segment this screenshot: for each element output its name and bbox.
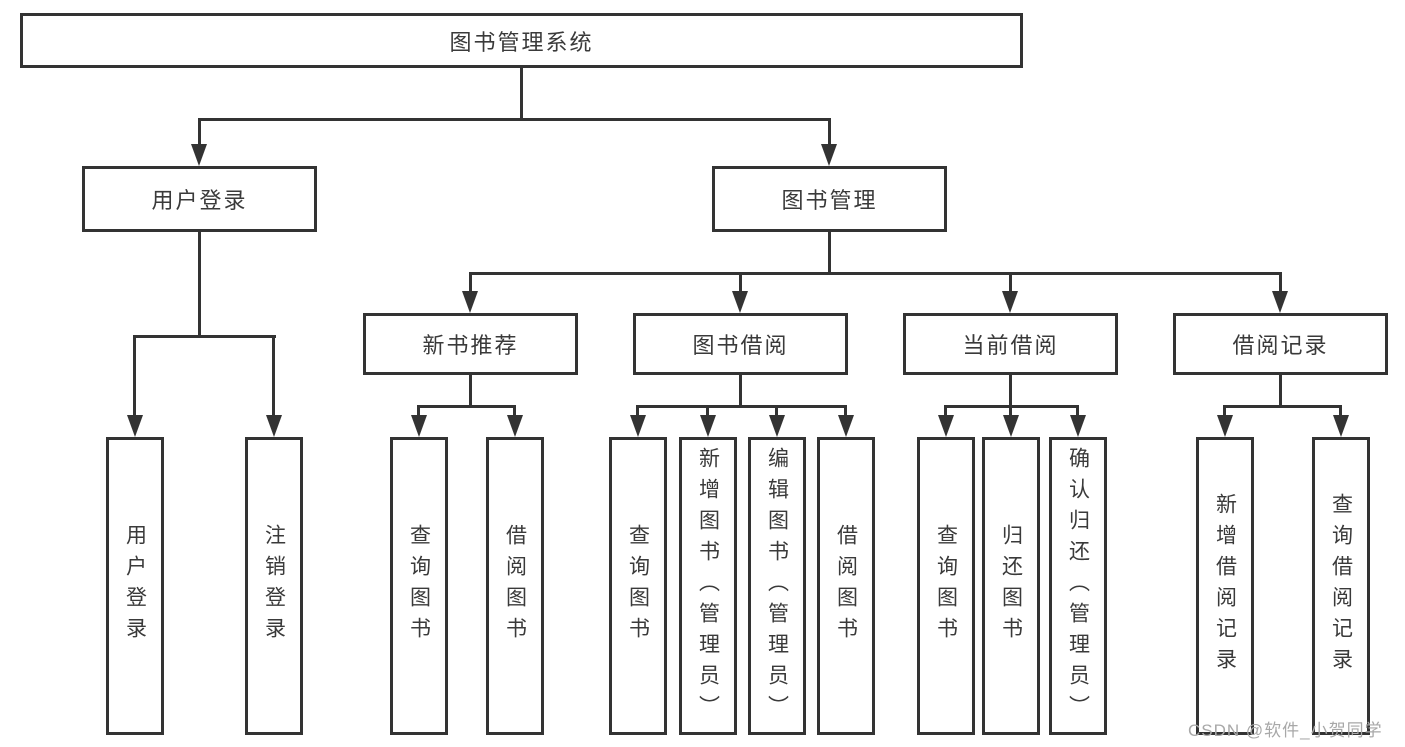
node-root-label: 图书管理系统 — [449, 29, 594, 55]
node-book-borrow-label: 图书借阅 — [692, 333, 789, 358]
connector-drop-logout-leaf — [272, 335, 275, 419]
node-book-management: 图书管理 — [712, 166, 947, 232]
node-borrow-records: 借阅记录 — [1173, 313, 1388, 375]
connector-book-management-branch — [469, 272, 1282, 275]
leaf-current-query-book-label: 查询图书 — [934, 524, 958, 648]
leaf-records-query-record-label: 查询借阅记录 — [1329, 493, 1353, 679]
leaf-recommend-query-book: 查询图书 — [390, 437, 448, 735]
arrowhead-book-borrow — [732, 291, 748, 313]
arrowhead-leaf — [1070, 415, 1086, 437]
node-book-management-label: 图书管理 — [781, 188, 878, 213]
node-current-borrow: 当前借阅 — [903, 313, 1118, 375]
connector-drop-leaf — [636, 405, 639, 419]
arrowhead-leaf — [938, 415, 954, 437]
node-book-borrow: 图书借阅 — [633, 313, 848, 375]
connector-drop-leaf — [513, 405, 516, 419]
connector-drop-leaf — [417, 405, 420, 419]
connector-drop-leaf — [1339, 405, 1342, 419]
arrowhead-leaf — [411, 415, 427, 437]
connector-drop-book-management — [828, 118, 831, 150]
connector-drop-leaf — [944, 405, 947, 419]
arrowhead-leaf — [769, 415, 785, 437]
connector-current-borrow-stem — [1009, 375, 1012, 405]
connector-drop-user-login — [198, 118, 201, 150]
node-new-book-recommend-label: 新书推荐 — [422, 333, 519, 358]
arrowhead-new-book — [462, 291, 478, 313]
leaf-borrow-borrow-book: 借阅图书 — [817, 437, 875, 735]
connector-borrow-records-stem — [1279, 375, 1282, 405]
leaf-current-confirm-return-admin: 确认归还（管理员） — [1049, 437, 1107, 735]
connector-book-management-stem — [828, 232, 831, 275]
leaf-current-return-book-label: 归还图书 — [999, 524, 1023, 648]
leaf-user-login: 用户登录 — [106, 437, 164, 735]
connector-drop-leaf — [706, 405, 709, 419]
connector-drop-leaf — [775, 405, 778, 419]
connector-user-login-stem — [198, 232, 201, 338]
csdn-watermark: CSDN @软件_小贺同学 — [1188, 721, 1383, 740]
arrowhead-leaf — [838, 415, 854, 437]
leaf-borrow-query-book: 查询图书 — [609, 437, 667, 735]
connector-drop-login-leaf — [133, 335, 136, 419]
leaf-logout-login-label: 注销登录 — [262, 524, 286, 648]
arrowhead-leaf — [507, 415, 523, 437]
arrowhead-leaf — [1217, 415, 1233, 437]
node-borrow-records-label: 借阅记录 — [1232, 333, 1329, 358]
leaf-borrow-add-book-admin: 新增图书（管理员） — [679, 437, 737, 735]
connector-borrow-records-branch — [1223, 405, 1342, 408]
connector-drop-current-borrow — [1009, 272, 1012, 297]
node-current-borrow-label: 当前借阅 — [962, 333, 1059, 358]
node-user-login: 用户登录 — [82, 166, 317, 232]
node-new-book-recommend: 新书推荐 — [363, 313, 578, 375]
connector-new-book-branch — [417, 405, 516, 408]
leaf-records-query-record: 查询借阅记录 — [1312, 437, 1370, 735]
leaf-recommend-query-book-label: 查询图书 — [407, 524, 431, 648]
leaf-records-add-record: 新增借阅记录 — [1196, 437, 1254, 735]
arrowhead-borrow-records — [1272, 291, 1288, 313]
connector-book-borrow-branch — [636, 405, 847, 408]
arrowhead-book-management — [821, 144, 837, 166]
arrowhead-login-leaf — [127, 415, 143, 437]
leaf-borrow-edit-book-admin-label: 编辑图书（管理员） — [765, 446, 789, 726]
connector-drop-leaf — [1009, 405, 1012, 419]
arrowhead-leaf — [1003, 415, 1019, 437]
connector-book-borrow-stem — [739, 375, 742, 405]
leaf-current-confirm-return-admin-label: 确认归还（管理员） — [1066, 446, 1090, 726]
arrowhead-leaf — [700, 415, 716, 437]
connector-root-stem — [520, 68, 523, 121]
connector-drop-borrow-records — [1279, 272, 1282, 297]
arrowhead-logout-leaf — [266, 415, 282, 437]
leaf-user-login-label: 用户登录 — [123, 524, 147, 648]
arrowhead-leaf — [1333, 415, 1349, 437]
leaf-recommend-borrow-book: 借阅图书 — [486, 437, 544, 735]
arrowhead-user-login — [191, 144, 207, 166]
connector-drop-leaf — [844, 405, 847, 419]
connector-root-branch — [198, 118, 831, 121]
leaf-borrow-borrow-book-label: 借阅图书 — [834, 524, 858, 648]
leaf-current-return-book: 归还图书 — [982, 437, 1040, 735]
connector-drop-book-borrow — [739, 272, 742, 297]
leaf-borrow-query-book-label: 查询图书 — [626, 524, 650, 648]
connector-drop-leaf — [1223, 405, 1226, 419]
leaf-borrow-edit-book-admin: 编辑图书（管理员） — [748, 437, 806, 735]
leaf-current-query-book: 查询图书 — [917, 437, 975, 735]
leaf-records-add-record-label: 新增借阅记录 — [1213, 493, 1237, 679]
node-root: 图书管理系统 — [20, 13, 1023, 68]
arrowhead-leaf — [630, 415, 646, 437]
connector-user-login-branch — [133, 335, 276, 338]
node-user-login-label: 用户登录 — [151, 188, 248, 213]
connector-drop-leaf — [1076, 405, 1079, 419]
connector-drop-new-book — [469, 272, 472, 297]
leaf-logout-login: 注销登录 — [245, 437, 303, 735]
connector-new-book-stem — [469, 375, 472, 405]
arrowhead-current-borrow — [1002, 291, 1018, 313]
leaf-borrow-add-book-admin-label: 新增图书（管理员） — [696, 446, 720, 726]
leaf-recommend-borrow-book-label: 借阅图书 — [503, 524, 527, 648]
